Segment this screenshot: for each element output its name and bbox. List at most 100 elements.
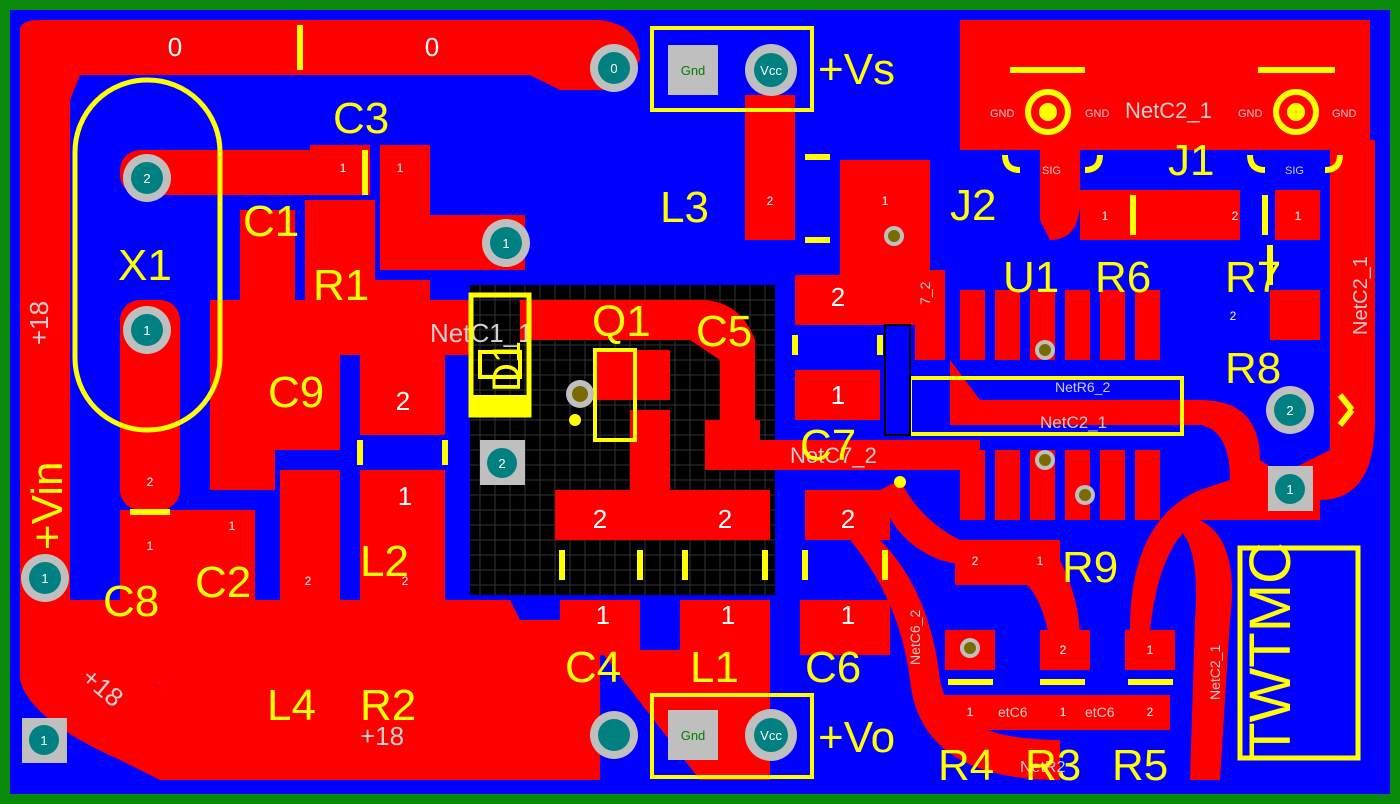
label-u1: U1 — [1003, 253, 1059, 302]
pad-c8-1: 1 — [147, 539, 154, 553]
net-netc2-mid: NetC2_1 — [1040, 413, 1107, 432]
netr-trace — [880, 480, 1080, 640]
label-vs: +Vs — [818, 45, 895, 94]
label-j2: J2 — [950, 181, 996, 230]
label-j1: J1 — [1168, 136, 1214, 185]
pad-c3-1: 1 — [340, 161, 347, 175]
copper-pour-bottom-left — [20, 600, 600, 780]
j2-ring — [1025, 89, 1071, 135]
x1-outline — [72, 77, 223, 433]
pad-r5-1: 1 — [1147, 643, 1154, 657]
pad-r7-1: 1 — [1295, 209, 1302, 223]
d1-cathode-band — [471, 395, 529, 417]
c6-pad1 — [800, 600, 890, 655]
r7-pad1 — [1275, 190, 1320, 240]
j2-sig-trace — [1040, 150, 1080, 240]
pad-c3-2: 1 — [397, 161, 404, 175]
top-copper — [20, 20, 1375, 780]
j1-center — [1287, 103, 1305, 121]
designators: X1 C1 C3 R1 C9 C2 C8 L2 L4 R2 Q1 C5 L3 C… — [23, 45, 1281, 790]
j1-gnd-a: GND — [1238, 108, 1263, 120]
c3-pad1 — [310, 145, 370, 195]
via-r8-2: 2 — [1266, 386, 1314, 434]
j2-sig: SIG — [1042, 165, 1061, 177]
label-vo: +Vo — [818, 713, 895, 762]
label-vin: +Vin — [23, 462, 72, 551]
via-d1-2: 2 — [480, 440, 525, 485]
x1-trace — [120, 300, 180, 510]
net-etc6-b: etC6 — [1085, 704, 1115, 720]
via-vo-left — [590, 711, 638, 759]
pad-r3-2: 2 — [1060, 643, 1067, 657]
net-plus18-lower: +18 — [360, 721, 404, 751]
via-0-top: 0 — [590, 44, 638, 92]
j1-gnd-b: GND — [1332, 108, 1357, 120]
l3-pad — [745, 95, 795, 240]
c9-region — [230, 350, 340, 450]
label-r2: R2 — [360, 681, 416, 730]
r1-pad — [305, 200, 375, 300]
q1-pad3 — [595, 350, 670, 400]
label-c5: C5 — [696, 307, 752, 356]
q1-pin1-dot — [569, 414, 581, 426]
x1-top-trace — [120, 150, 350, 195]
j2-gnd-a: GND — [990, 108, 1015, 120]
vs-outline — [650, 26, 814, 112]
r5-pad1 — [1125, 630, 1175, 670]
netc1-trace — [240, 300, 470, 355]
logo-box — [1237, 545, 1361, 761]
svg-text:2: 2 — [1286, 403, 1293, 418]
vo-gnd-text: Gnd — [681, 728, 706, 743]
pad-l-2b: 2 — [718, 504, 732, 534]
pad-r9-2: 2 — [972, 554, 979, 568]
u1-pin — [915, 270, 945, 360]
vs-vcc-text: Vcc — [760, 63, 782, 78]
net-netc2-right: NetC2_1 — [1350, 256, 1372, 335]
label-r3: R3 — [1025, 741, 1081, 790]
label-c4: C4 — [565, 643, 621, 692]
pad-l3-1: 1 — [882, 194, 889, 208]
via-vin: 1 — [21, 554, 69, 602]
net-netc6: NetC6_2 — [907, 610, 923, 665]
net-plus18-left: +18 — [24, 301, 54, 345]
c2-pad2 — [280, 470, 340, 610]
u1-pins — [960, 290, 1160, 520]
c7-pad1 — [795, 370, 880, 420]
label-r6: R6 — [1095, 253, 1151, 302]
j1-ring — [1273, 89, 1319, 135]
silk-marks — [130, 25, 1355, 685]
pad-l2-2: 2 — [402, 574, 409, 588]
svg-text:1: 1 — [41, 571, 48, 586]
c3-pad2 — [380, 145, 430, 270]
sma-brackets — [1002, 154, 1343, 173]
pad-c9-2: 2 — [396, 386, 410, 416]
net-label-0a: 0 — [168, 32, 182, 62]
label-c6: C6 — [805, 643, 861, 692]
l2-region — [360, 470, 445, 605]
c7-pin1-dot — [894, 476, 906, 488]
label-r8: R8 — [1225, 344, 1281, 393]
label-c7: C7 — [800, 421, 856, 470]
netc2-right-trace — [1290, 140, 1375, 500]
pad-c7-2: 2 — [841, 504, 855, 534]
label-x1: X1 — [118, 241, 172, 290]
via-netc2-1: 1 — [1268, 466, 1313, 511]
pad-labels: 0 0 2 1 2 2 2 1 1 1 2 1 2 1 1 2 2 2 1 1 … — [147, 32, 1302, 719]
vo-vcc-text: Vcc — [760, 728, 782, 743]
pad-l-2a: 2 — [593, 504, 607, 534]
pad-r4-1: 1 — [967, 705, 974, 719]
label-c9: C9 — [268, 368, 324, 417]
label-c8: C8 — [103, 577, 159, 626]
c9-pad2 — [360, 355, 445, 435]
label-d1: D1 — [485, 341, 529, 392]
svg-text:1: 1 — [143, 323, 150, 338]
pad-c4-1: 1 — [596, 600, 610, 630]
pad-r9-1: 1 — [1037, 554, 1044, 568]
label-l3: L3 — [660, 183, 709, 232]
svg-text:1: 1 — [1286, 482, 1293, 497]
via-r1-1: 1 — [482, 219, 530, 267]
net-label-0b: 0 — [425, 32, 439, 62]
c5-pad2 — [795, 275, 880, 325]
net-netr2: NetR2 — [1020, 759, 1065, 776]
svg-text:2: 2 — [498, 456, 505, 471]
